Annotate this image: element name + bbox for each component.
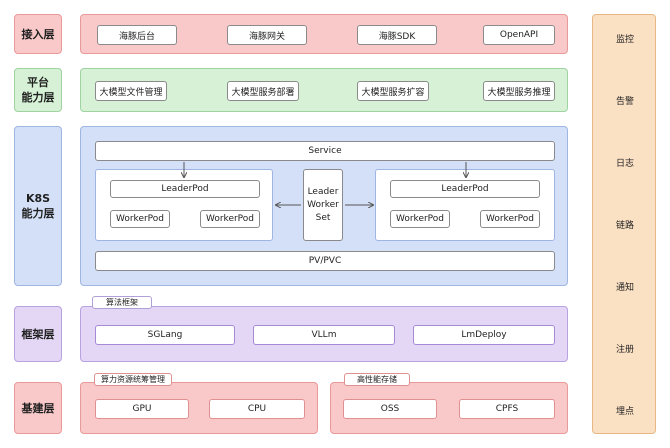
k8s-leader-pod-right: LeaderPod bbox=[390, 180, 540, 198]
platform-item-service-infer: 大模型服务推理 bbox=[483, 81, 555, 101]
infra-compute-panel: GPU CPU bbox=[80, 382, 318, 434]
layer-label-access: 接入层 bbox=[14, 14, 62, 54]
sidebar-item-trace: 链路 bbox=[615, 220, 634, 231]
k8s-worker-pod-left-1: WorkerPod bbox=[110, 210, 170, 228]
k8s-layer-panel: Service LeaderPod WorkerPod WorkerPod Le… bbox=[80, 126, 568, 286]
layer-label-platform: 平台 能力层 bbox=[14, 68, 62, 112]
sidebar-item-notify: 通知 bbox=[615, 282, 634, 293]
layer-label-framework: 框架层 bbox=[14, 306, 62, 362]
k8s-pod-group-left: LeaderPod WorkerPod WorkerPod bbox=[95, 169, 273, 241]
k8s-worker-pod-left-2: WorkerPod bbox=[200, 210, 260, 228]
k8s-worker-pod-right-1: WorkerPod bbox=[390, 210, 450, 228]
k8s-leader-pod-left: LeaderPod bbox=[110, 180, 260, 198]
access-item-dolphin-gateway: 海豚网关 bbox=[227, 25, 307, 45]
framework-item-vllm: VLLm bbox=[253, 325, 395, 345]
access-item-dolphin-admin: 海豚后台 bbox=[97, 25, 177, 45]
framework-layer-panel: SGLang VLLm LmDeploy bbox=[80, 306, 568, 362]
k8s-pv-pvc: PV/PVC bbox=[95, 251, 555, 271]
sidebar-item-instrumentation: 埋点 bbox=[615, 406, 634, 417]
infra-compute-tag: 算力资源统筹管理 bbox=[94, 373, 172, 386]
layer-label-infra: 基建层 bbox=[14, 382, 62, 434]
platform-layer-panel: 大模型文件管理 大模型服务部署 大模型服务扩容 大模型服务推理 bbox=[80, 68, 568, 112]
ops-sidebar: 监控 告警 日志 链路 通知 注册 埋点 bbox=[592, 14, 656, 434]
infra-item-gpu: GPU bbox=[95, 399, 189, 419]
k8s-leader-worker-set: Leader Worker Set bbox=[303, 169, 343, 241]
access-item-dolphin-sdk: 海豚SDK bbox=[357, 25, 437, 45]
sidebar-item-alert: 告警 bbox=[615, 96, 634, 107]
k8s-worker-pod-right-2: WorkerPod bbox=[480, 210, 540, 228]
k8s-pod-group-right: LeaderPod WorkerPod WorkerPod bbox=[375, 169, 555, 241]
infra-item-cpu: CPU bbox=[209, 399, 305, 419]
infra-item-oss: OSS bbox=[343, 399, 437, 419]
infra-storage-tag: 高性能存储 bbox=[344, 373, 410, 386]
platform-item-service-deploy: 大模型服务部署 bbox=[227, 81, 299, 101]
layer-label-k8s: K8S 能力层 bbox=[14, 126, 62, 286]
framework-item-lmdeploy: LmDeploy bbox=[413, 325, 555, 345]
k8s-arrows bbox=[81, 162, 569, 287]
framework-item-sglang: SGLang bbox=[95, 325, 235, 345]
platform-item-service-scale: 大模型服务扩容 bbox=[357, 81, 429, 101]
sidebar-item-log: 日志 bbox=[615, 158, 634, 169]
platform-item-file-management: 大模型文件管理 bbox=[95, 81, 167, 101]
k8s-service: Service bbox=[95, 141, 555, 161]
infra-storage-panel: OSS CPFS bbox=[330, 382, 568, 434]
infra-item-cpfs: CPFS bbox=[459, 399, 555, 419]
access-layer-panel: 海豚后台 海豚网关 海豚SDK OpenAPI bbox=[80, 14, 568, 54]
access-item-openapi: OpenAPI bbox=[483, 25, 555, 45]
sidebar-item-register: 注册 bbox=[615, 344, 634, 355]
sidebar-item-monitor: 监控 bbox=[615, 34, 634, 45]
framework-tag: 算法框架 bbox=[92, 296, 152, 309]
